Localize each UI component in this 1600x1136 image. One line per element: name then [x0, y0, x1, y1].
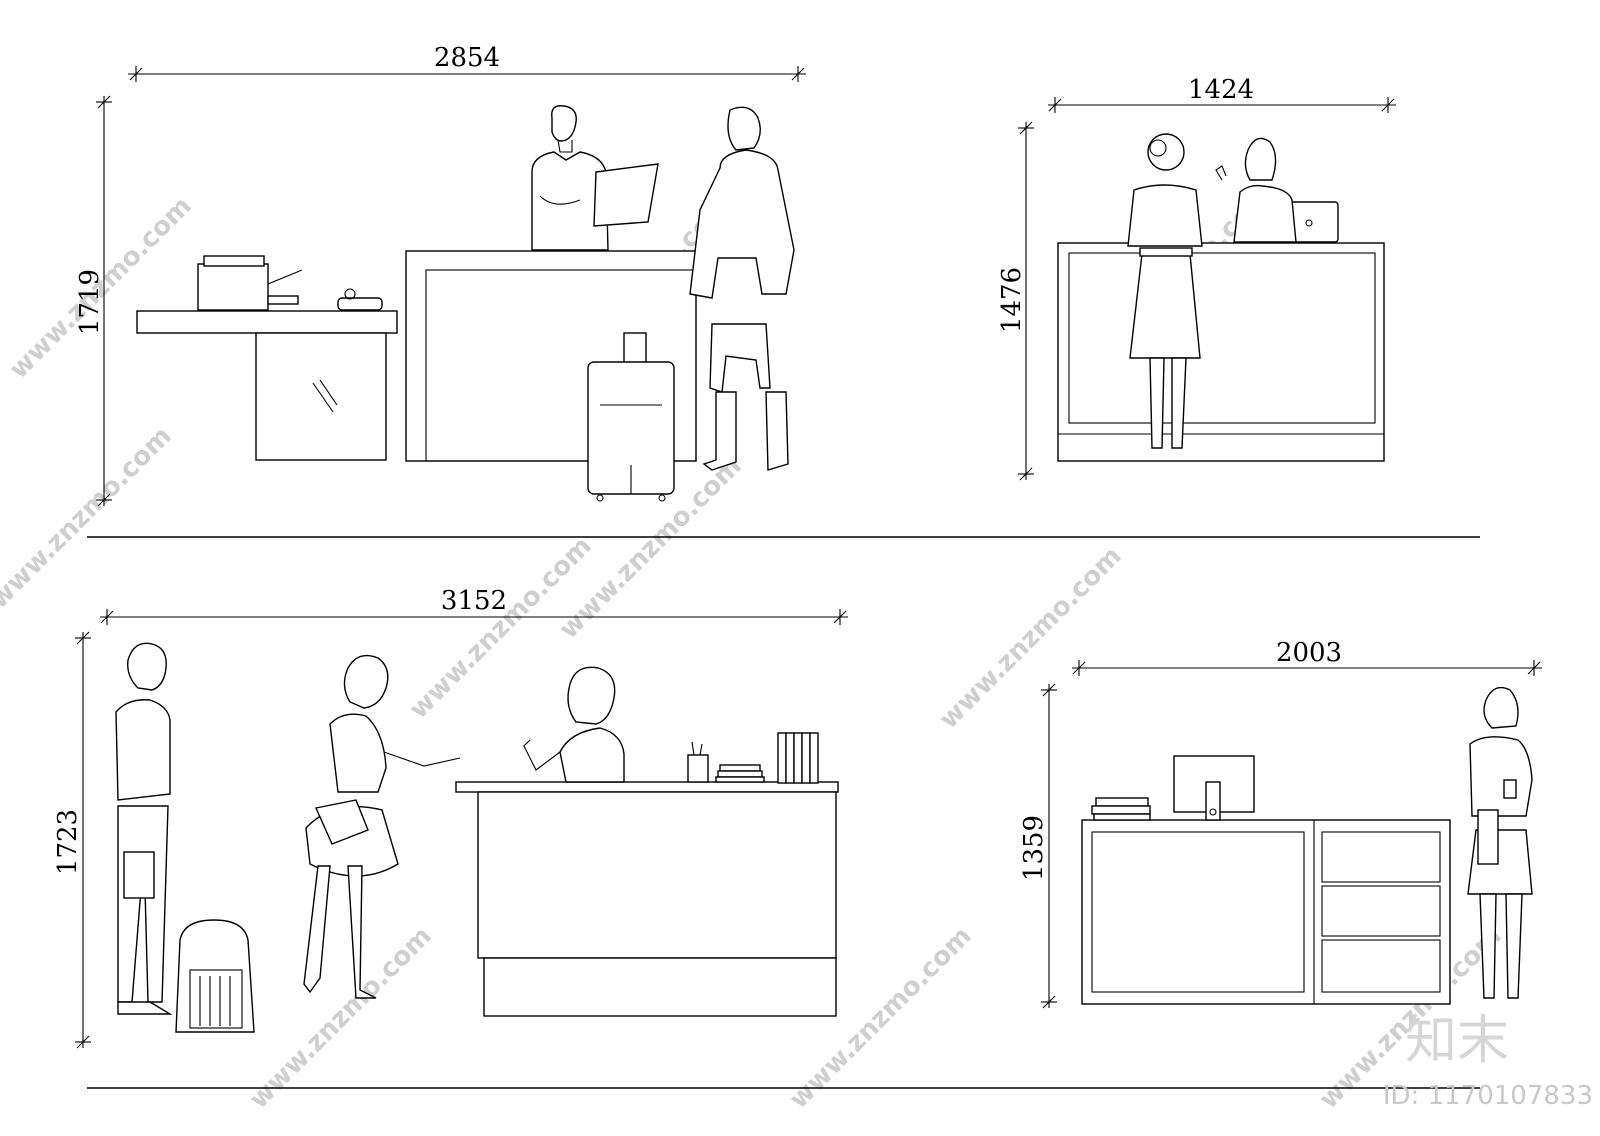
height-dimension: 1476 — [997, 121, 1034, 481]
reception-counter — [477, 791, 837, 959]
staff-woman-figure — [1467, 686, 1533, 999]
width-dimension: 1424 — [1048, 75, 1396, 113]
watermark-text: www.znzmo.com — [0, 421, 178, 615]
height-label: 1359 — [1019, 815, 1049, 881]
height-dimension: 1719 — [75, 95, 112, 507]
width-label: 2854 — [434, 43, 500, 73]
height-label: 1719 — [75, 269, 105, 335]
width-label: 2003 — [1276, 638, 1342, 668]
receptionist-figure — [523, 666, 625, 783]
desktop-monitor — [1173, 755, 1255, 821]
width-label: 3152 — [441, 586, 507, 616]
panel-bottom-right: 2003 1359 — [1019, 638, 1542, 1009]
panel-top-right: 1424 1476 — [997, 75, 1396, 481]
width-dimension: 3152 — [100, 586, 848, 625]
guest-man-figure — [689, 106, 795, 471]
height-label: 1723 — [53, 809, 83, 875]
side-desk-cabinet — [255, 332, 387, 461]
guest-woman-figure — [303, 654, 461, 999]
receptionist-figure — [531, 105, 659, 251]
watermark-logo-block: 知末 ID: 1170107833 — [1383, 1011, 1593, 1111]
side-desk-top — [136, 310, 398, 334]
guest-woman-figure — [1127, 133, 1203, 449]
reception-desk — [1081, 819, 1451, 1005]
printer — [197, 255, 303, 311]
panel-bottom-left: 3152 1723 — [53, 586, 848, 1049]
guest-man-figure — [115, 642, 173, 1015]
receptionist-figure — [1215, 137, 1297, 243]
height-dimension: 1723 — [53, 631, 91, 1049]
counter-base — [483, 957, 837, 1017]
watermark-text: www.znzmo.com — [244, 921, 438, 1115]
width-dimension: 2854 — [128, 43, 806, 82]
reception-counter — [1057, 242, 1385, 462]
watermark-id: ID: 1170107833 — [1383, 1081, 1593, 1111]
suitcase — [587, 332, 675, 502]
panel-top-left: 2854 1719 — [75, 43, 806, 507]
backpack — [175, 919, 255, 1033]
counter-books — [687, 732, 819, 784]
height-dimension: 1359 — [1019, 683, 1057, 1009]
height-label: 1476 — [997, 267, 1027, 333]
watermark-logo: 知末 — [1405, 1011, 1509, 1071]
width-label: 1424 — [1188, 75, 1254, 105]
width-dimension: 2003 — [1072, 638, 1542, 676]
desk-phone — [337, 288, 383, 311]
desk-books — [1091, 797, 1151, 821]
watermark-text: www.znzmo.com — [934, 541, 1128, 735]
